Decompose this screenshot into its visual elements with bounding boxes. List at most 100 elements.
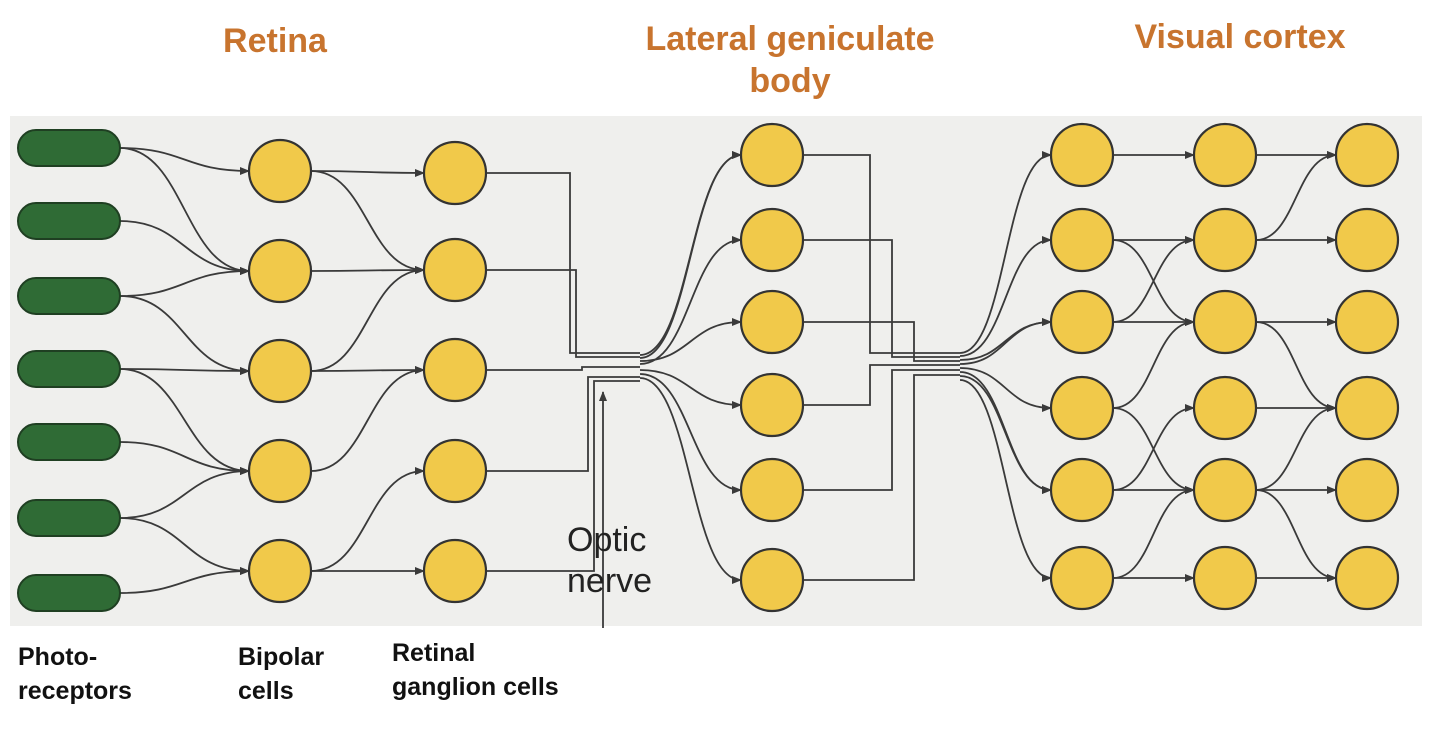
photoreceptor-cell <box>17 574 121 612</box>
lgb-cell <box>739 207 805 273</box>
cortex-cell <box>1334 122 1400 188</box>
rgc-label-line1: Retinal <box>392 639 476 667</box>
bipolar-label-line2: cells <box>238 677 294 705</box>
cell-nodes <box>17 122 1400 613</box>
visual-cortex-header: Visual cortex <box>1134 18 1346 56</box>
lgb-to-radiation-wire <box>803 321 960 362</box>
retina-header: Retina <box>223 22 327 60</box>
bipolar-cell <box>247 538 313 604</box>
lgb-cell <box>739 289 805 355</box>
lgb-to-radiation-wire <box>803 239 960 358</box>
radiation-to-cortex-wire <box>959 318 1052 365</box>
ganglion-cell <box>422 237 488 303</box>
cortex-cell <box>1192 375 1258 441</box>
cortex-cell <box>1049 207 1115 273</box>
ganglion-cell <box>422 140 488 206</box>
connection-wires <box>119 147 1337 628</box>
optic-to-lgb-wire <box>639 377 742 584</box>
cortex-cell <box>1192 207 1258 273</box>
cortex-col2-to-col3-wire <box>1255 404 1337 491</box>
bipolar-label-line1: Bipolar <box>238 643 325 671</box>
radiation-to-cortex-wire <box>959 236 1052 357</box>
rgc-label-line2: ganglion cells <box>392 673 559 701</box>
lgb-cell <box>739 122 805 188</box>
photo-to-bipolar-wire <box>119 295 250 375</box>
cortex-cell <box>1192 289 1258 355</box>
bipolar-to-ganglion-wire <box>310 266 425 275</box>
cortex-col2-to-col3-wire <box>1255 489 1337 582</box>
photoreceptor-cell <box>17 423 121 461</box>
lgb-cell <box>739 372 805 438</box>
lgb-to-radiation-wire <box>803 369 960 491</box>
lgb-to-radiation-wire <box>803 154 960 354</box>
cortex-cell <box>1049 122 1115 188</box>
lgb-header-line1: Lateral geniculate <box>645 20 935 58</box>
photo-to-bipolar-wire <box>119 517 250 575</box>
cortex-cell <box>1334 457 1400 523</box>
ganglion-to-optic-wire <box>486 366 640 371</box>
photo-to-bipolar-wire <box>119 467 250 519</box>
cortex-cell <box>1049 375 1115 441</box>
photoreceptor-cell <box>17 499 121 537</box>
photo-to-bipolar-wire <box>119 368 250 475</box>
photo-to-bipolar-wire <box>119 147 250 175</box>
photoreceptor-cell <box>17 129 121 167</box>
lgb-to-radiation-wire <box>803 374 960 581</box>
optic-nerve-label-line1: Optic <box>567 521 647 559</box>
photoreceptor-cell <box>17 350 121 388</box>
cortex-col2-to-col3-wire <box>1255 151 1337 241</box>
lgb-to-radiation-wire <box>803 364 960 406</box>
bipolar-cell <box>247 238 313 304</box>
optic-to-lgb-wire <box>639 236 742 365</box>
bipolar-to-ganglion-wire <box>310 266 425 372</box>
cortex-cell <box>1334 207 1400 273</box>
lgb-header: Lateral geniculate body <box>600 18 980 102</box>
cortex-cell <box>1192 545 1258 611</box>
bipolar-to-ganglion-wire <box>310 366 425 472</box>
radiation-to-cortex-wire <box>959 379 1052 582</box>
cortex-cell <box>1334 375 1400 441</box>
bipolar-to-ganglion-wire <box>310 168 425 177</box>
ganglion-cell <box>422 538 488 604</box>
photo-to-bipolar-wire <box>119 441 250 475</box>
bipolar-cell <box>247 138 313 204</box>
radiation-to-cortex-wire <box>959 367 1052 412</box>
photo-to-bipolar-wire <box>119 220 250 275</box>
photo-to-bipolar-wire <box>119 147 250 275</box>
cortex-col1-to-col2-wire <box>1112 236 1195 323</box>
bipolar-cell <box>247 438 313 504</box>
bipolar-cell <box>247 338 313 404</box>
cortex-cell <box>1192 122 1258 188</box>
cortex-cell <box>1192 457 1258 523</box>
cortex-cell <box>1334 289 1400 355</box>
bipolar-to-ganglion-wire <box>310 467 425 572</box>
optic-to-lgb-wire <box>639 373 742 494</box>
ganglion-to-optic-wire <box>486 380 640 572</box>
cortex-cell <box>1334 545 1400 611</box>
bipolar-to-ganglion-wire <box>310 366 425 375</box>
optic-nerve-label-line2: nerve <box>567 562 653 600</box>
optic-to-lgb-wire <box>639 151 742 359</box>
radiation-to-cortex-wire <box>959 375 1052 494</box>
ganglion-to-optic-wire <box>486 269 640 358</box>
lgb-header-line2: body <box>749 62 831 100</box>
radiation-to-cortex-wire <box>959 151 1052 354</box>
ganglion-cell <box>422 337 488 403</box>
cortex-col1-to-col2-wire <box>1112 404 1195 491</box>
photoreceptor-cell <box>17 202 121 240</box>
cortex-cell <box>1049 289 1115 355</box>
cortex-cell <box>1049 457 1115 523</box>
bipolar-to-ganglion-wire <box>310 170 425 274</box>
optic-to-lgb-wire <box>639 369 742 409</box>
lgb-cell <box>739 457 805 523</box>
cortex-col1-to-col2-wire <box>1112 318 1195 409</box>
radiation-to-cortex-wire <box>959 318 1052 361</box>
optic-to-lgb-wire <box>639 318 742 362</box>
ganglion-cell <box>422 438 488 504</box>
photoreceptors-label-line2: receptors <box>18 677 132 705</box>
cortex-cell <box>1049 545 1115 611</box>
photo-to-bipolar-wire <box>119 267 250 297</box>
ganglion-to-optic-wire <box>486 376 640 472</box>
cortex-col2-to-col3-wire <box>1255 321 1337 412</box>
